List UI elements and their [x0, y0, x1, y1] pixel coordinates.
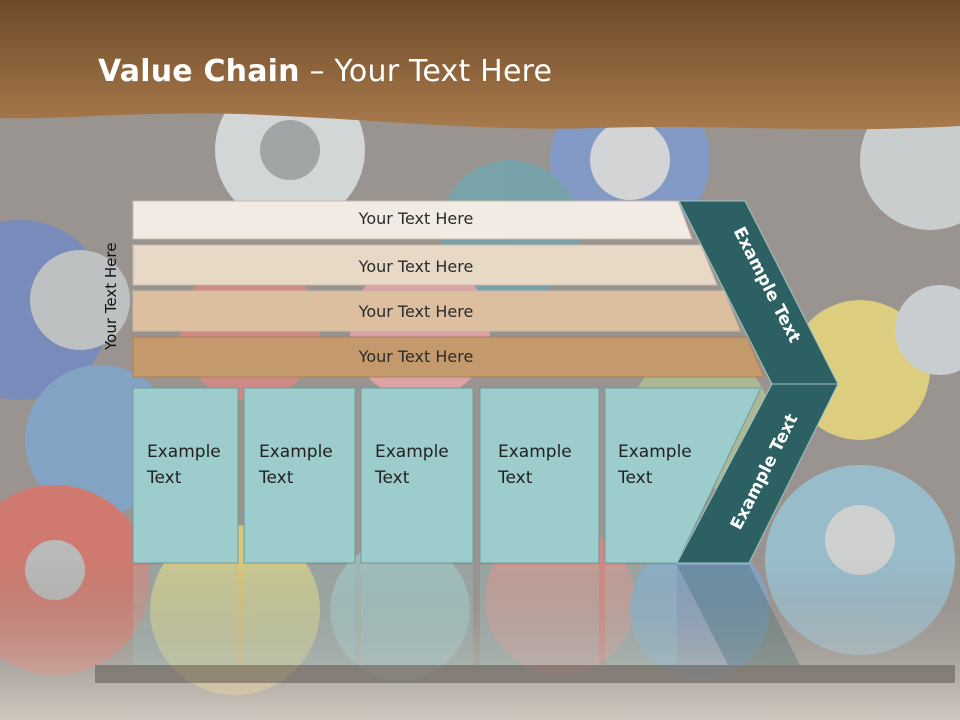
box-3-label: Example Text [375, 439, 475, 491]
bar-3-shape[interactable] [132, 290, 741, 332]
box-2-line2: Text [259, 468, 294, 488]
bar-1-label: Your Text Here [358, 209, 474, 228]
title-bold: Value Chain [98, 54, 300, 89]
bar-3-label: Your Text Here [358, 302, 474, 321]
box-5-line2: Text [618, 468, 653, 488]
box-3-line1: Example [375, 442, 449, 462]
chevron [676, 200, 839, 564]
bar-1-shape[interactable] [132, 200, 693, 240]
box-1-shape[interactable] [132, 387, 239, 564]
chevron-lower[interactable] [676, 383, 839, 564]
bar-4-label: Your Text Here [358, 347, 474, 366]
box-5-line1: Example [618, 442, 692, 462]
side-label: Your Text Here [102, 242, 120, 350]
box-4-shape[interactable] [479, 387, 600, 564]
box-2-label: Example Text [259, 439, 359, 491]
box-4-line2: Text [498, 468, 533, 488]
bar-4-shape[interactable] [132, 336, 765, 378]
bar-2-shape[interactable] [132, 244, 718, 286]
bar-2-label: Your Text Here [358, 257, 474, 276]
box-1-line2: Text [147, 468, 182, 488]
box-shapes [132, 387, 762, 564]
box-3-shape[interactable] [360, 387, 474, 564]
slide-title: Value Chain – Your Text Here [98, 54, 552, 89]
box-2-line1: Example [259, 442, 333, 462]
box-2-shape[interactable] [243, 387, 356, 564]
box-5-label: Example Text [618, 439, 718, 491]
box-3-line2: Text [375, 468, 410, 488]
box-1-line1: Example [147, 442, 221, 462]
title-rest: – Your Text Here [299, 54, 553, 89]
box-1-label: Example Text [147, 439, 247, 491]
reflection [133, 565, 800, 665]
bar-shapes [132, 200, 765, 378]
box-4-line1: Example [498, 442, 572, 462]
box-4-label: Example Text [498, 439, 598, 491]
